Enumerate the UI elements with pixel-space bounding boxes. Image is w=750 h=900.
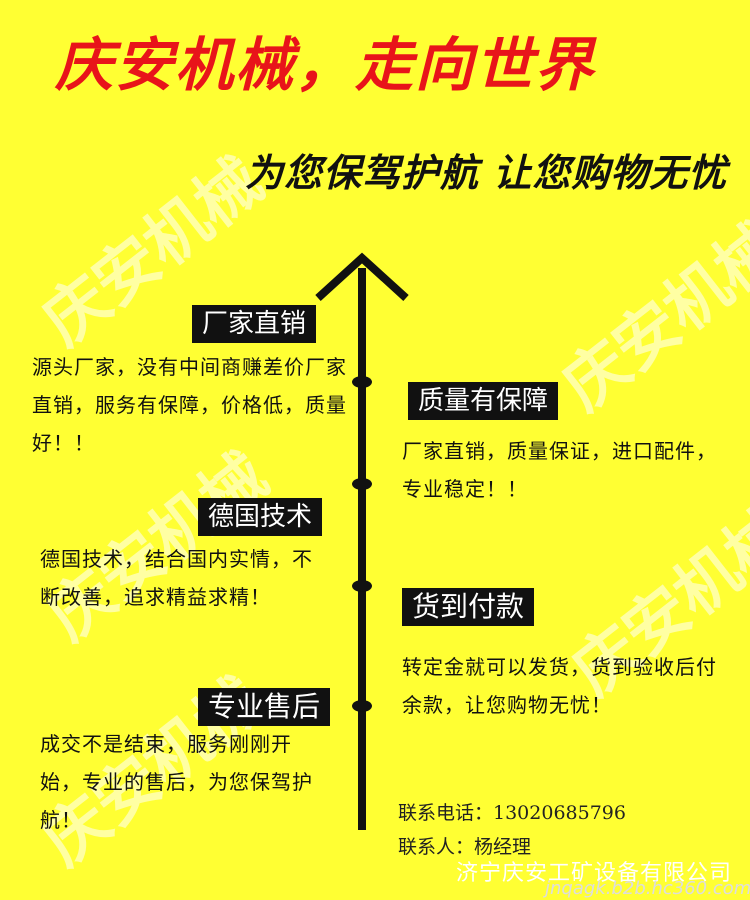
tag-quality-guarantee: 质量有保障 xyxy=(408,382,559,420)
tag-cash-on-delivery: 货到付款 xyxy=(402,588,535,626)
page-title: 庆安机械，走向世界 xyxy=(55,31,596,99)
timeline-dot xyxy=(352,478,372,490)
company-name: 济宁庆安工矿设备有限公司 xyxy=(456,861,733,886)
text-quality-guarantee: 厂家直销，质量保证，进口配件，专业稳定！！ xyxy=(402,439,717,501)
text-german-tech: 德国技术，结合国内实情，不断改善，追求精益求精！ xyxy=(40,547,313,609)
timeline-dot xyxy=(352,580,372,592)
arrow-head xyxy=(315,252,409,301)
text-after-sales: 成交不是结束，服务刚刚开始，专业的售后，为您保驾护航！ xyxy=(40,732,313,832)
tag-german-tech: 德国技术 xyxy=(198,498,323,536)
contact-phone: 联系电话：13020685796 xyxy=(398,802,626,824)
tag-factory-direct: 厂家直销 xyxy=(192,305,317,343)
text-cash-on-delivery: 转定金就可以发货，货到验收后付余款，让您购物无忧！ xyxy=(402,655,717,717)
page-subtitle: 为您保驾护航 让您购物无忧 xyxy=(245,150,728,195)
text-factory-direct: 源头厂家，没有中间商赚差价厂家直销，服务有保障，价格低，质量好！！ xyxy=(32,355,347,455)
contact-person: 联系人：杨经理 xyxy=(398,836,532,858)
tag-after-sales: 专业售后 xyxy=(198,688,331,726)
site-url: jnqagk.b2b.hc360.com xyxy=(545,878,750,899)
timeline-dot xyxy=(352,376,372,388)
timeline-dot xyxy=(352,700,372,712)
